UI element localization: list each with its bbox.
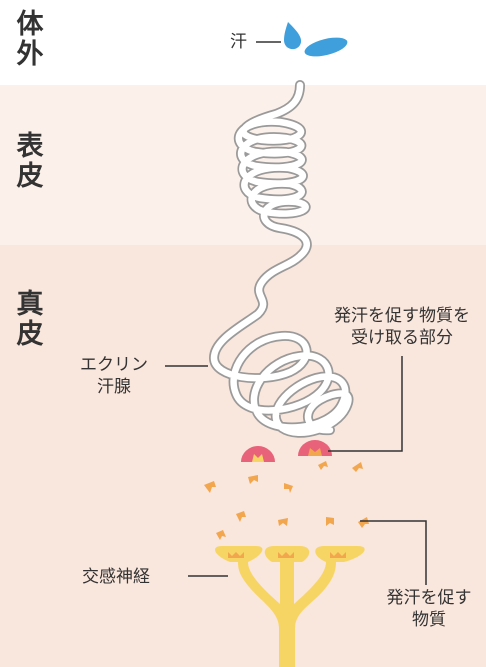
nerve-ending-icon xyxy=(215,546,365,667)
substance-particles xyxy=(204,461,369,540)
sweat-drop-icon xyxy=(284,22,302,50)
sweat-puddle-icon xyxy=(304,37,348,57)
sweat-label: 汗 xyxy=(230,32,247,52)
receptor-right-icon xyxy=(298,440,332,456)
sympathetic-nerve-label: 交感神経 xyxy=(82,567,150,587)
outside-layer xyxy=(0,0,486,85)
receptor-label: 発汗を促す物質を 受け取る部分 xyxy=(334,306,470,348)
epidermis-layer-label: 表皮 xyxy=(16,131,44,192)
dermis-layer-label: 真皮 xyxy=(16,289,44,350)
outside-layer-label: 体外 xyxy=(16,9,44,70)
receptor-left-icon xyxy=(241,446,275,462)
eccrine-gland-label: エクリン 汗腺 xyxy=(80,355,148,397)
sweat-substance-label: 発汗を促す 物質 xyxy=(386,588,472,630)
